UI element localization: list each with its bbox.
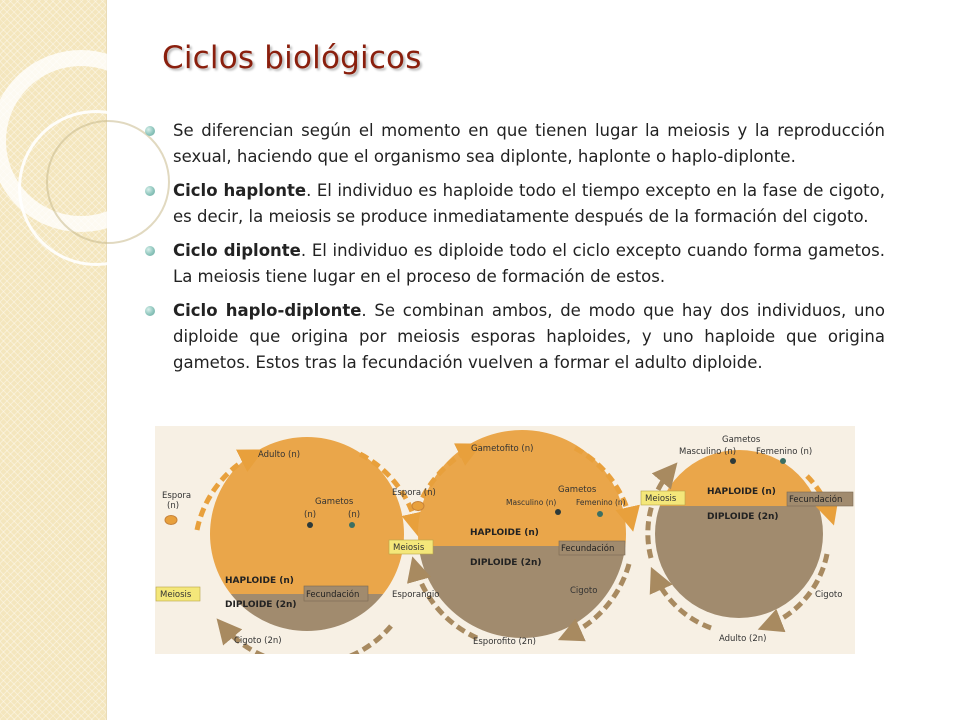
- label-espora: Espora (n): [392, 488, 436, 498]
- label-haploide: HAPLOIDE (n): [470, 528, 539, 538]
- life-cycles-diagram: Adulto (n) Espora (n) Gametos (n) (n) HA…: [155, 430, 854, 654]
- label-femenino: Femenino (n): [576, 498, 626, 507]
- label-adulto: Adulto (2n): [719, 634, 766, 644]
- label-diploide: DIPLOIDE (2n): [470, 558, 541, 568]
- decorative-ring: [18, 110, 174, 266]
- bullet-text: . El individuo es diploide todo el ciclo…: [173, 241, 885, 286]
- bullet-dot-icon: [145, 126, 155, 136]
- fecundacion-label-box: [558, 540, 626, 556]
- bullet-item: Ciclo diplonte. El individuo es diploide…: [145, 238, 885, 290]
- slide-title: Ciclos biológicos: [162, 40, 422, 76]
- label-espora: Espora: [162, 491, 191, 501]
- life-cycles-figure: Adulto (n) Espora (n) Gametos (n) (n) HA…: [155, 426, 855, 654]
- gamete-icon: [597, 511, 603, 517]
- meiosis-label-box: [640, 490, 686, 506]
- gamete-icon: [730, 458, 736, 464]
- spore-icon: [164, 515, 178, 525]
- meiosis-label-box: [155, 586, 201, 602]
- bullet-dot-icon: [145, 306, 155, 316]
- label-gameto-n: (n): [348, 510, 360, 520]
- label-gametos: Gametos: [722, 435, 761, 445]
- cycle-arrow: [407, 556, 479, 641]
- bullet-text: Se diferencian según el momento en que t…: [173, 121, 885, 166]
- cycle-arrow: [557, 563, 632, 642]
- cycle-arrow: [573, 445, 640, 532]
- label-masculino: Masculino (n): [506, 498, 556, 507]
- cycle-arrow: [645, 462, 678, 559]
- label-femenino: Femenino (n): [756, 447, 812, 457]
- haplodiplonte-cycle-diagram: Gametofito (n) Espora (n) Gametos Mascul…: [388, 430, 640, 647]
- label-meiosis: Meiosis: [393, 543, 425, 553]
- fecundacion-label-box: [303, 585, 369, 602]
- bullet-lead: Ciclo haplo-diplonte: [173, 301, 362, 320]
- label-espora-n: (n): [167, 501, 179, 511]
- label-meiosis: Meiosis: [160, 590, 192, 600]
- gamete-icon: [780, 458, 786, 464]
- label-diploide: DIPLOIDE (2n): [707, 512, 778, 522]
- bullet-dot-icon: [145, 246, 155, 256]
- label-esporofito: Esporofito (2n): [473, 637, 536, 647]
- gamete-icon: [307, 522, 313, 528]
- fecundacion-label-box: [786, 491, 854, 507]
- label-gametofito: Gametofito (n): [471, 444, 533, 454]
- label-cigoto: Cigoto: [570, 586, 597, 596]
- gamete-icon: [555, 509, 561, 515]
- meiosis-label-box: [388, 539, 434, 555]
- label-esporangio: Esporangio: [392, 590, 439, 600]
- label-haploide: HAPLOIDE (n): [707, 487, 776, 497]
- cycle-arrow: [757, 553, 830, 633]
- cycle-arrow: [410, 443, 482, 525]
- label-cigoto: Cigoto (2n): [234, 636, 282, 646]
- label-adulto: Adulto (n): [258, 450, 300, 460]
- label-gametos: Gametos: [558, 485, 597, 495]
- bullet-lead: Ciclo diplonte: [173, 241, 301, 260]
- label-masculino: Masculino (n): [679, 447, 736, 457]
- label-haploide: HAPLOIDE (n): [225, 576, 294, 586]
- label-fecundacion: Fecundación: [561, 543, 614, 554]
- bullet-item: Se diferencian según el momento en que t…: [145, 118, 885, 170]
- bullet-list: Se diferencian según el momento en que t…: [145, 118, 885, 384]
- bullet-item: Ciclo haplo-diplonte. Se combinan ambos,…: [145, 298, 885, 376]
- bullet-text: . Se combinan ambos, de modo que hay dos…: [173, 301, 885, 372]
- label-fecundacion: Fecundación: [789, 494, 842, 505]
- bullet-dot-icon: [145, 186, 155, 196]
- label-meiosis: Meiosis: [645, 494, 677, 504]
- label-fecundacion: Fecundación: [306, 589, 359, 600]
- haplodiplonte-circle: [418, 430, 626, 638]
- decorative-side-band: [0, 0, 174, 720]
- bullet-lead: Ciclo haplonte: [173, 181, 307, 200]
- gamete-icon: [349, 522, 355, 528]
- decorative-ring: [46, 120, 170, 244]
- diplonte-cycle-diagram: Gametos Masculino (n) Femenino (n) Meios…: [640, 435, 854, 644]
- label-cigoto: Cigoto: [815, 590, 842, 600]
- cycle-arrow: [805, 474, 839, 526]
- diplonte-circle: [655, 450, 823, 618]
- cycle-arrow: [194, 449, 264, 531]
- spore-icon: [411, 501, 425, 511]
- label-gameto-n: (n): [304, 510, 316, 520]
- label-diploide: DIPLOIDE (2n): [225, 600, 296, 610]
- label-gametos: Gametos: [315, 497, 354, 507]
- bullet-text: . El individuo es haploide todo el tiemp…: [173, 181, 885, 226]
- cycle-arrow: [649, 566, 712, 631]
- haplonte-cycle-diagram: Adulto (n) Espora (n) Gametos (n) (n) HA…: [155, 437, 426, 654]
- bullet-item: Ciclo haplonte. El individuo es haploide…: [145, 178, 885, 230]
